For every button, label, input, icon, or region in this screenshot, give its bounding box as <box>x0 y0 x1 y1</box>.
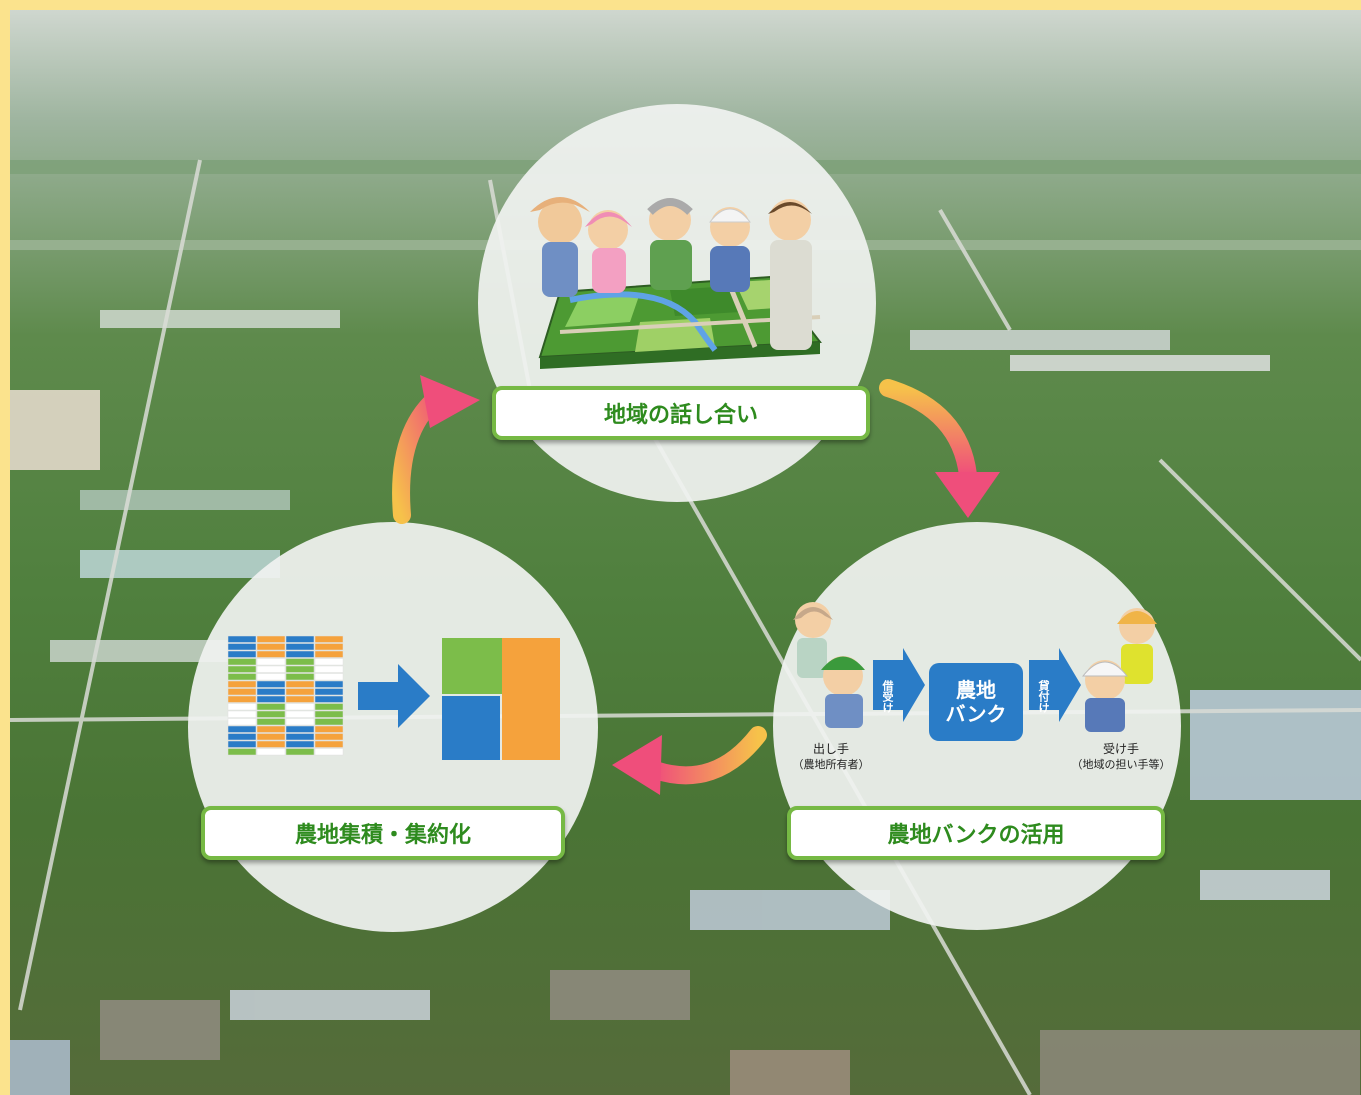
scattered-plot-cell <box>285 695 315 703</box>
top-label-text: 地域の話し合い <box>603 403 758 428</box>
scattered-plot-cell <box>314 748 344 756</box>
scattered-plot-cell <box>285 658 315 666</box>
scattered-plot-cell <box>314 680 344 688</box>
bank-illustration <box>793 602 1157 732</box>
scattered-plot-cell <box>256 635 286 643</box>
arrow-top-to-right <box>879 379 1000 518</box>
scattered-plot-cell <box>285 673 315 681</box>
scattered-plot-cell <box>256 718 286 726</box>
scattered-plot-cell <box>285 635 315 643</box>
arrow-right-to-left <box>612 726 767 795</box>
scattered-plots-icon <box>227 635 344 756</box>
scattered-plot-cell <box>314 665 344 673</box>
lend-label: 貸付け <box>1037 680 1050 713</box>
scattered-plot-cell <box>227 643 257 651</box>
scattered-plot-cell <box>227 740 257 748</box>
scattered-plot-cell <box>285 703 315 711</box>
farmland-bank-box: 農地 バンク <box>929 663 1023 741</box>
scattered-plot-cell <box>285 688 315 696</box>
left-label: 農地集積・集約化 <box>201 806 565 860</box>
scattered-plot-cell <box>227 688 257 696</box>
top-label: 地域の話し合い <box>492 386 870 440</box>
scattered-plot-cell <box>314 650 344 658</box>
receiver-detail: （地域の担い手等） <box>1071 758 1171 771</box>
scattered-plot-cell <box>314 733 344 741</box>
scattered-plot-cell <box>285 725 315 733</box>
giver-person-icon <box>793 602 865 728</box>
scattered-plot-cell <box>256 680 286 688</box>
scattered-plot-cell <box>314 688 344 696</box>
right-label: 農地バンクの活用 <box>787 806 1165 860</box>
scattered-plot-cell <box>314 635 344 643</box>
scattered-plot-cell <box>256 733 286 741</box>
farm-map-icon <box>538 275 822 369</box>
people-icon <box>530 197 812 350</box>
scattered-plot-cell <box>285 650 315 658</box>
scattered-plot-cell <box>285 740 315 748</box>
scattered-plot-cell <box>314 725 344 733</box>
scattered-plot-cell <box>256 740 286 748</box>
bank-box-line2: バンク <box>945 702 1007 726</box>
scattered-plot-cell <box>256 665 286 673</box>
giver-detail: （農地所有者） <box>792 758 870 771</box>
scattered-plot-cell <box>227 635 257 643</box>
scattered-plot-cell <box>314 673 344 681</box>
scattered-plot-cell <box>256 695 286 703</box>
scattered-plot-cell <box>285 733 315 741</box>
scattered-plot-cell <box>256 673 286 681</box>
scattered-plot-cell <box>227 695 257 703</box>
scattered-plot-cell <box>314 658 344 666</box>
scattered-plot-cell <box>314 718 344 726</box>
scattered-plot-cell <box>314 740 344 748</box>
borrow-arrow-icon <box>873 648 925 722</box>
lend-arrow-icon <box>1029 648 1081 722</box>
scattered-plot-cell <box>227 665 257 673</box>
scattered-plot-cell <box>314 710 344 718</box>
scattered-plot-cell <box>314 703 344 711</box>
right-label-text: 農地バンクの活用 <box>887 823 1065 848</box>
scattered-plot-cell <box>256 658 286 666</box>
scattered-plot-cell <box>227 680 257 688</box>
scattered-plot-cell <box>227 658 257 666</box>
scattered-plot-cell <box>227 673 257 681</box>
giver-name: 出し手 <box>812 742 849 756</box>
scattered-plot-cell <box>285 718 315 726</box>
scattered-plot-cell <box>256 703 286 711</box>
scattered-plot-cell <box>314 695 344 703</box>
scattered-plot-cell <box>256 748 286 756</box>
borrow-label: 借受け <box>881 680 894 713</box>
scattered-plot-cell <box>285 643 315 651</box>
bank-box-line1: 農地 <box>956 678 996 702</box>
scattered-plot-cell <box>227 733 257 741</box>
giver-caption: 出し手 （農地所有者） <box>776 742 886 772</box>
consolidation-illustration <box>227 635 560 760</box>
receiver-name: 受け手 <box>1102 742 1139 756</box>
scattered-plot-cell <box>227 703 257 711</box>
left-label-text: 農地集積・集約化 <box>294 823 471 848</box>
scattered-plot-cell <box>256 643 286 651</box>
scattered-plot-cell <box>285 665 315 673</box>
scattered-plot-cell <box>256 688 286 696</box>
scattered-plot-cell <box>256 725 286 733</box>
discussion-illustration <box>530 197 822 369</box>
scattered-plot-cell <box>256 650 286 658</box>
consolidate-arrow-icon <box>358 664 430 728</box>
arrow-left-to-top <box>392 375 480 524</box>
scattered-plot-cell <box>227 650 257 658</box>
receiver-caption: 受け手 （地域の担い手等） <box>1058 742 1184 772</box>
scattered-plot-cell <box>285 748 315 756</box>
scattered-plot-cell <box>227 710 257 718</box>
receiver-person-icon <box>1081 608 1157 732</box>
scattered-plot-cell <box>285 710 315 718</box>
scattered-plot-cell <box>227 725 257 733</box>
scattered-plot-cell <box>227 748 257 756</box>
consolidated-plots-icon <box>442 638 560 760</box>
scattered-plot-cell <box>227 718 257 726</box>
scattered-plot-cell <box>256 710 286 718</box>
scattered-plot-cell <box>285 680 315 688</box>
scattered-plot-cell <box>314 643 344 651</box>
